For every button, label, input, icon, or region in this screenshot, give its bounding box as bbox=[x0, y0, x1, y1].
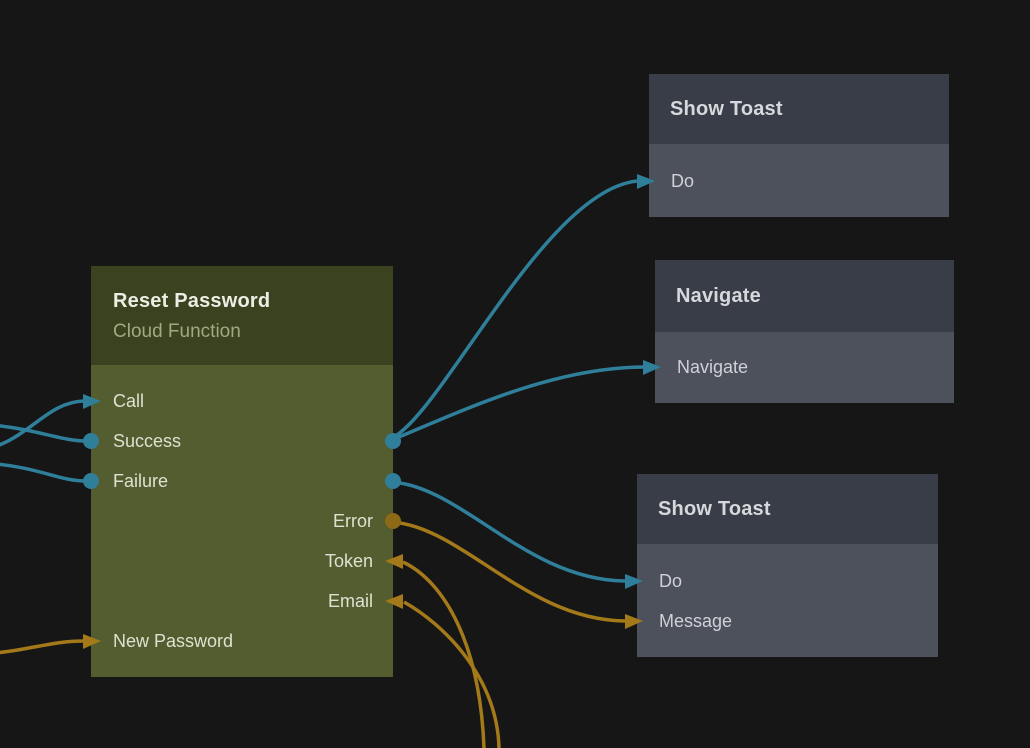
wire-offscreen-to-failure[interactable] bbox=[0, 462, 87, 483]
wire-offscreen-bottom-to-token[interactable] bbox=[402, 560, 486, 748]
wire-success-to-show-toast-top-do[interactable] bbox=[395, 179, 638, 437]
node-title: Show Toast bbox=[670, 97, 783, 120]
port-row-failure: Failure bbox=[113, 471, 169, 491]
node-show-toast-bottom-header[interactable]: Show Toast bbox=[637, 474, 938, 544]
port-success-in-handle[interactable] bbox=[83, 433, 99, 449]
node-reset-password[interactable]: Reset Password Cloud Function Call Succe… bbox=[91, 266, 393, 677]
port-show-toast-top-do-arrow[interactable] bbox=[637, 174, 655, 189]
node-navigate-header[interactable]: Navigate bbox=[655, 260, 954, 332]
wire-success-to-navigate[interactable] bbox=[398, 365, 644, 439]
port-show-toast-bottom-do-arrow[interactable] bbox=[625, 574, 643, 589]
wire-failure-to-show-toast-bottom-do[interactable] bbox=[399, 481, 626, 583]
port-new-password-in-arrow[interactable] bbox=[83, 634, 101, 649]
port-success-out-handle[interactable] bbox=[385, 433, 401, 449]
node-reset-password-body: Call Success Failure Error Token Email N… bbox=[91, 365, 393, 677]
port-failure-out-handle[interactable] bbox=[385, 473, 401, 489]
node-show-toast-top-body: Do bbox=[649, 144, 949, 217]
wire-offscreen-to-success[interactable] bbox=[0, 423, 87, 443]
port-row-success: Success bbox=[113, 431, 182, 451]
node-show-toast-bottom[interactable]: Show Toast Do Message bbox=[637, 474, 938, 657]
port-navigate-arrow[interactable] bbox=[643, 360, 661, 375]
port-call-in-arrow[interactable] bbox=[83, 394, 101, 409]
port-row-call: Call bbox=[113, 391, 145, 411]
node-reset-password-header[interactable]: Reset Password Cloud Function bbox=[91, 266, 393, 365]
port-row-token: Token bbox=[324, 551, 373, 571]
port-row-new-password: New Password bbox=[113, 631, 234, 651]
port-error-out-handle[interactable] bbox=[385, 513, 401, 529]
wire-error-to-show-toast-bottom-message[interactable] bbox=[399, 521, 626, 623]
port-row-do: Do bbox=[659, 571, 683, 591]
node-subtitle: Cloud Function bbox=[113, 321, 241, 342]
node-navigate-body: Navigate bbox=[655, 332, 954, 403]
port-row-navigate: Navigate bbox=[677, 357, 749, 377]
node-show-toast-top-header[interactable]: Show Toast bbox=[649, 74, 949, 144]
node-navigate[interactable]: Navigate Navigate bbox=[655, 260, 954, 403]
port-row-do: Do bbox=[671, 171, 695, 191]
port-row-message: Message bbox=[659, 611, 733, 631]
port-email-in-arrow[interactable] bbox=[385, 594, 403, 609]
wire-offscreen-to-call[interactable] bbox=[0, 399, 85, 451]
port-failure-in-handle[interactable] bbox=[83, 473, 99, 489]
port-token-in-arrow[interactable] bbox=[385, 554, 403, 569]
port-row-error: Error bbox=[333, 511, 373, 531]
port-show-toast-bottom-message-arrow[interactable] bbox=[625, 614, 643, 629]
wire-offscreen-bottom-to-email[interactable] bbox=[403, 600, 501, 748]
node-show-toast-top[interactable]: Show Toast Do bbox=[649, 74, 949, 217]
node-title: Show Toast bbox=[658, 497, 771, 520]
wire-offscreen-to-new-password[interactable] bbox=[0, 639, 85, 655]
node-title: Reset Password bbox=[113, 290, 271, 312]
node-title: Navigate bbox=[676, 284, 761, 307]
node-show-toast-bottom-body: Do Message bbox=[637, 544, 938, 657]
port-row-email: Email bbox=[327, 591, 373, 611]
